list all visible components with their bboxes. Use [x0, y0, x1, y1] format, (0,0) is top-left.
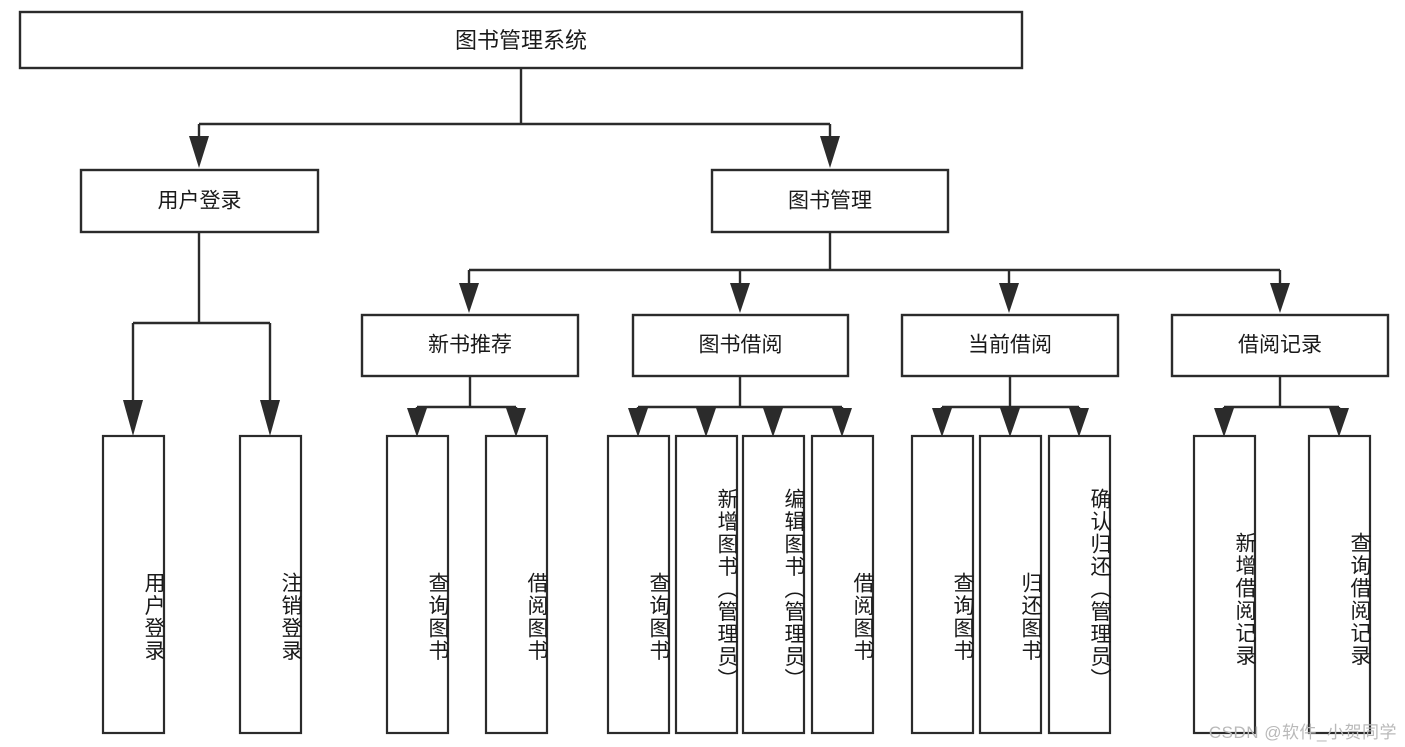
node-root[interactable]: 图书管理系统: [18, 10, 1024, 70]
connector-current-borrow-to-leaves: [932, 376, 1089, 437]
leaf-box-query-book-2[interactable]: [606, 434, 671, 735]
arrow-head-icon: [1214, 408, 1234, 437]
node-book-borrow-box: [631, 313, 850, 378]
node-new-book-recommend[interactable]: 新书推荐: [360, 313, 580, 378]
arrow-head-icon: [407, 408, 427, 437]
arrow-head-icon: [189, 136, 209, 168]
leaf-box-query-book-1[interactable]: [385, 434, 450, 735]
node-book-management-label: 图书管理: [788, 190, 872, 213]
leaf-box-edit-book-admin[interactable]: [741, 434, 806, 735]
connector-new-book-recommend-to-leaves: [407, 376, 526, 437]
node-borrow-record-label: 借阅记录: [1238, 334, 1322, 357]
leaf-box-return-book[interactable]: [978, 434, 1043, 735]
arrow-head-icon: [999, 283, 1019, 313]
watermark-text: CSDN @软件_小贺同学: [1208, 723, 1397, 742]
leaf-box-query-book-3[interactable]: [910, 434, 975, 735]
node-user-login[interactable]: 用户登录: [79, 168, 320, 234]
connector-book-management-to-level3: [459, 232, 1290, 313]
node-new-book-recommend-box: [360, 313, 580, 378]
node-current-borrow-label: 当前借阅: [968, 334, 1052, 357]
arrow-head-icon: [1329, 408, 1349, 437]
node-borrow-record[interactable]: 借阅记录: [1170, 313, 1390, 378]
arrow-head-icon: [832, 408, 852, 437]
arrow-head-icon: [730, 283, 750, 313]
arrow-head-icon: [1000, 408, 1020, 437]
connector-user-login-to-leaves: [123, 232, 280, 436]
arrow-head-icon: [763, 408, 783, 437]
arrow-head-icon: [123, 400, 143, 436]
arrow-head-icon: [932, 408, 952, 437]
arrow-head-icon: [1069, 408, 1089, 437]
arrow-head-icon: [1270, 283, 1290, 313]
leaf-box-confirm-return-admin[interactable]: [1047, 434, 1112, 735]
leaf-box-logout[interactable]: [238, 434, 303, 735]
node-book-management-box: [710, 168, 950, 234]
connector-root-to-level2: [189, 68, 840, 168]
leaf-box-borrow-book-1[interactable]: [484, 434, 549, 735]
node-current-borrow-box: [900, 313, 1120, 378]
node-book-borrow[interactable]: 图书借阅: [631, 313, 850, 378]
arrow-head-icon: [820, 136, 840, 168]
arrow-head-icon: [506, 408, 526, 437]
leaf-box-add-borrow-record[interactable]: [1192, 434, 1257, 735]
connector-book-borrow-to-leaves: [628, 376, 852, 437]
node-root-label: 图书管理系统: [455, 28, 587, 53]
node-root-box: [18, 10, 1024, 70]
node-user-login-label: 用户登录: [158, 190, 242, 213]
arrow-head-icon: [696, 408, 716, 437]
node-book-borrow-label: 图书借阅: [699, 334, 783, 357]
leaf-box-user-login[interactable]: [101, 434, 166, 735]
node-current-borrow[interactable]: 当前借阅: [900, 313, 1120, 378]
connector-borrow-record-to-leaves: [1214, 376, 1349, 437]
node-book-management[interactable]: 图书管理: [710, 168, 950, 234]
node-borrow-record-box: [1170, 313, 1390, 378]
leaf-box-borrow-book-2[interactable]: [810, 434, 875, 735]
leaf-box-query-borrow-record[interactable]: [1307, 434, 1372, 735]
arrow-head-icon: [260, 400, 280, 436]
node-new-book-recommend-label: 新书推荐: [428, 334, 512, 357]
leaf-box-add-book-admin[interactable]: [674, 434, 739, 735]
arrow-head-icon: [459, 283, 479, 313]
arrow-head-icon: [628, 408, 648, 437]
